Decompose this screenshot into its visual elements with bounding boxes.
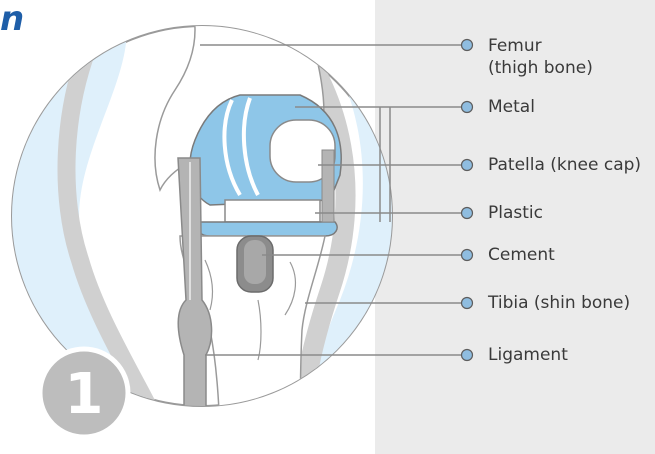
marker-ligament [462, 350, 473, 361]
label-ligament: Ligament [488, 344, 568, 366]
label-femur-line2: (thigh bone) [488, 57, 593, 79]
marker-femur [462, 40, 473, 51]
label-femur-line1: Femur [488, 35, 593, 57]
lateral-strap [322, 150, 334, 222]
label-patella: Patella (knee cap) [488, 154, 641, 176]
plastic-spacer [225, 200, 320, 222]
label-plastic: Plastic [488, 202, 543, 224]
marker-tibia [462, 298, 473, 309]
marker-metal [462, 102, 473, 113]
label-metal: Metal [488, 96, 535, 118]
label-cement: Cement [488, 244, 555, 266]
marker-cement [462, 250, 473, 261]
tibial-tray [195, 222, 337, 236]
label-femur: Femur (thigh bone) [488, 35, 593, 79]
cement-stem-inner [244, 240, 266, 284]
step-number: 1 [65, 362, 104, 427]
marker-patella [462, 160, 473, 171]
label-tibia: Tibia (shin bone) [488, 292, 630, 314]
marker-plastic [462, 208, 473, 219]
